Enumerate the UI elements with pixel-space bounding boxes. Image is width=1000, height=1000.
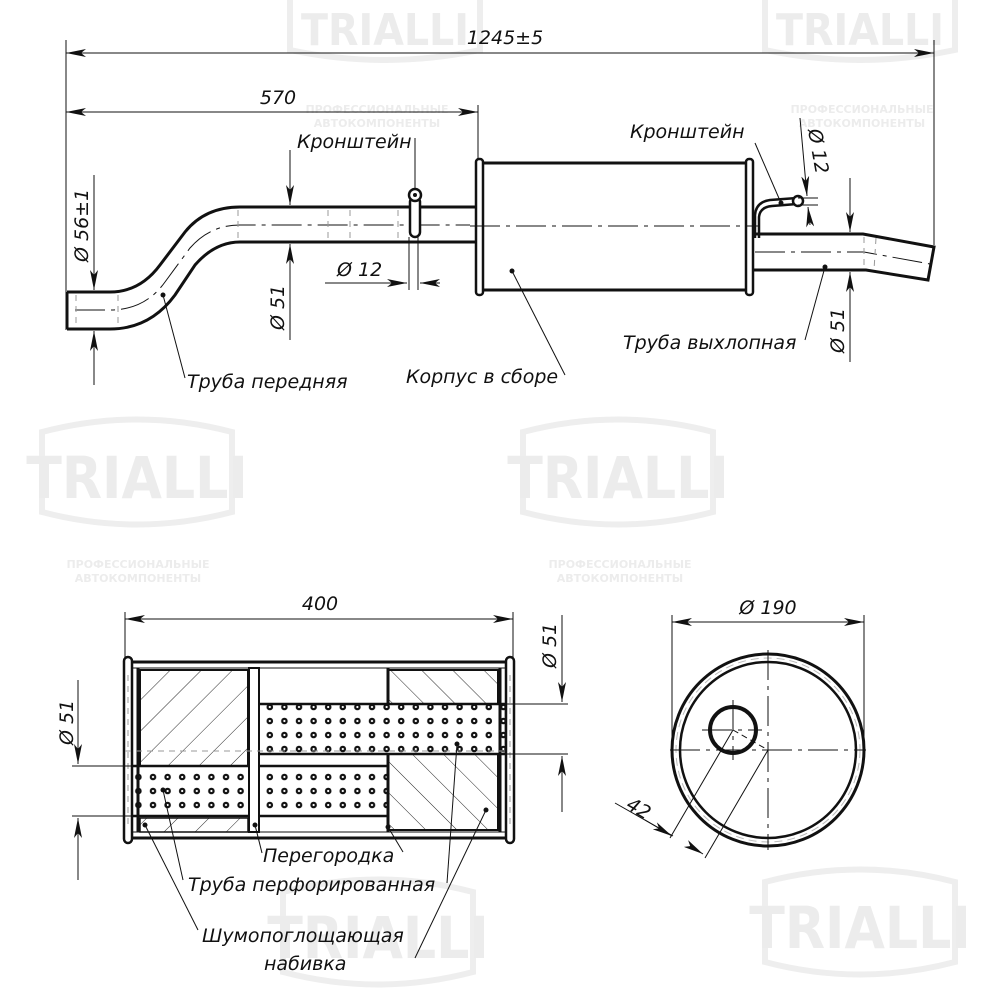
watermark-logo-mid-left: TRIALLI [26,416,248,528]
svg-text:570: 570 [260,87,296,109]
label-perforated-pipe: Труба перфорированная [188,874,435,896]
front-bracket: Кронштейн [297,131,423,239]
perforated-pipe-upper [250,702,508,756]
dimension-section-inlet-diameter: Ø 51 [56,680,140,880]
muffler-body: Корпус в сборе [406,157,760,388]
watermark-group: TRIALLI TRIALLI TRIALLI TRIALLI TRIALLI … [26,0,971,988]
svg-text:АВТОКОМПОНЕНТЫ: АВТОКОМПОНЕНТЫ [799,117,925,130]
dimension-body-diameter: Ø 190 [671,597,865,750]
label-sound-absorbing-2: набивка [264,953,346,975]
label-body-assembly: Корпус в сборе [406,366,558,388]
svg-text:Ø 12: Ø 12 [803,126,833,175]
label-sound-absorbing-1: Шумопоглощающая [202,925,404,947]
end-view: Ø 190 42 [614,597,866,859]
side-view: 1245±5 570 Ø 56±1 [65,27,936,393]
svg-text:Ø 190: Ø 190 [738,597,796,619]
svg-text:TRIALLI: TRIALLI [776,5,944,56]
watermark-logo-bottom-right: TRIALLI [749,866,971,978]
watermark-logo-top-center: TRIALLI [287,0,483,63]
dimension-front-pipe-diameter: Ø 51 [267,150,294,340]
watermark-tagline-4: ПРОФЕССИОНАЛЬНЫЕ АВТОКОМПОНЕНТЫ [548,558,691,585]
front-pipe-callout: Труба передняя [162,294,348,393]
watermark-logo-top-right: TRIALLI [762,0,958,63]
section-view: 400 [56,593,568,975]
dimension-tail-pipe-diameter: Ø 51 [827,178,854,362]
svg-text:АВТОКОМПОНЕНТЫ: АВТОКОМПОНЕНТЫ [75,572,201,585]
svg-text:АВТОКОМПОНЕНТЫ: АВТОКОМПОНЕНТЫ [314,117,440,130]
svg-text:400: 400 [302,593,338,615]
svg-text:ПРОФЕССИОНАЛЬНЫЕ: ПРОФЕССИОНАЛЬНЫЕ [790,103,933,116]
dimension-front-section: 570 [66,87,479,165]
svg-text:Ø 51: Ø 51 [827,308,849,354]
baffle-center [248,667,260,833]
svg-text:1245±5: 1245±5 [467,27,543,49]
body-shell [122,655,516,845]
label-front-bracket: Кронштейн [297,131,412,153]
label-tail-pipe: Труба выхлопная [623,332,796,354]
label-front-pipe: Труба передняя [187,371,348,393]
svg-text:42: 42 [623,793,655,824]
watermark-tagline-3: ПРОФЕССИОНАЛЬНЫЕ АВТОКОМПОНЕНТЫ [66,558,209,585]
svg-text:АВТОКОМПОНЕНТЫ: АВТОКОМПОНЕНТЫ [557,572,683,585]
svg-text:ПРОФЕССИОНАЛЬНЫЕ: ПРОФЕССИОНАЛЬНЫЕ [548,558,691,571]
dimension-front-bracket-diameter: Ø 12 [325,237,440,290]
svg-text:Ø 51: Ø 51 [539,623,561,669]
label-baffle: Перегородка [263,845,394,867]
outlet-pipe-end [702,700,769,760]
svg-text:ПРОФЕССИОНАЛЬНЫЕ: ПРОФЕССИОНАЛЬНЫЕ [66,558,209,571]
sound-absorbing-block-right-top [387,669,499,705]
dimension-inlet-diameter: Ø 56±1 [71,175,98,385]
watermark-tagline-1: ПРОФЕССИОНАЛЬНЫЕ АВТОКОМПОНЕНТЫ [305,103,448,130]
svg-text:Ø 51: Ø 51 [56,700,78,746]
svg-text:TRIALLI: TRIALLI [301,5,469,56]
watermark-logo-bottom-center: TRIALLI [267,876,489,988]
sound-absorbing-block-left-bottom [139,817,249,833]
svg-text:TRIALLI: TRIALLI [749,894,970,962]
dimension-body-length: 400 [124,593,514,660]
svg-text:ПРОФЕССИОНАЛЬНЫЕ: ПРОФЕССИОНАЛЬНЫЕ [305,103,448,116]
svg-text:Ø 51: Ø 51 [267,285,289,331]
sound-absorbing-block-left-top [139,669,249,767]
svg-text:Ø 56±1: Ø 56±1 [71,189,93,263]
svg-text:TRIALLI: TRIALLI [26,444,247,512]
watermark-logo-mid-center: TRIALLI [507,416,729,528]
tail-pipe: Труба выхлопная [623,232,936,354]
svg-text:Ø 12: Ø 12 [336,259,382,281]
dimension-overall-length: 1245±5 [65,27,935,330]
sound-absorbing-block-right-bottom [387,753,499,831]
dimension-section-outlet-diameter: Ø 51 [506,615,568,812]
label-rear-bracket: Кронштейн [630,121,745,143]
dimension-rear-bracket-diameter: Ø 12 [798,117,833,228]
svg-text:TRIALLI: TRIALLI [267,904,488,972]
front-pipe [65,205,478,331]
svg-text:TRIALLI: TRIALLI [507,444,728,512]
watermark-tagline-2: ПРОФЕССИОНАЛЬНЫЕ АВТОКОМПОНЕНТЫ [790,103,933,130]
rear-bracket: Кронштейн [630,121,805,238]
